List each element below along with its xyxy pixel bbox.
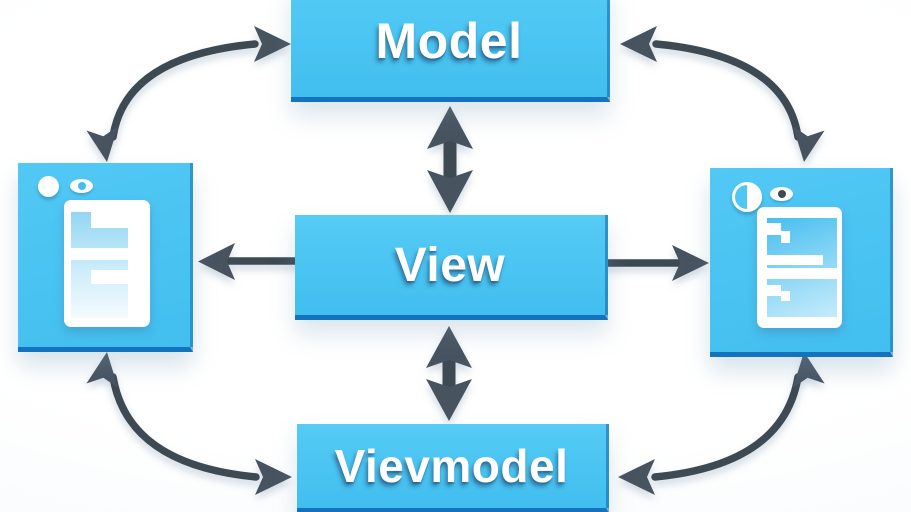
circle-icon (38, 176, 59, 197)
device-left-viewmodel-arrow (86, 352, 292, 495)
eye-icon (70, 179, 93, 193)
device-left-model-arrow (86, 26, 291, 162)
app-screen-wireframe-right (757, 207, 842, 328)
model-view-arrow (427, 106, 473, 213)
view-box: View (295, 215, 608, 320)
view-viewmodel-arrow (426, 326, 472, 421)
device-panel-right (710, 168, 893, 357)
contrast-icon (732, 182, 762, 212)
viewmodel-box: Vievmodel (297, 424, 609, 512)
viewmodel-device-right-arrow (618, 352, 825, 495)
model-label: Model (375, 12, 523, 69)
view-device-left-arrow (198, 243, 304, 280)
app-screen-wireframe-left (64, 200, 150, 327)
eye-icon (770, 187, 793, 201)
model-box: Model (291, 0, 610, 102)
model-device-right-arrow (620, 26, 825, 162)
viewmodel-label: Vievmodel (334, 440, 569, 492)
view-device-right-arrow (598, 245, 709, 281)
view-label: View (394, 238, 506, 292)
device-panel-left (18, 163, 193, 352)
